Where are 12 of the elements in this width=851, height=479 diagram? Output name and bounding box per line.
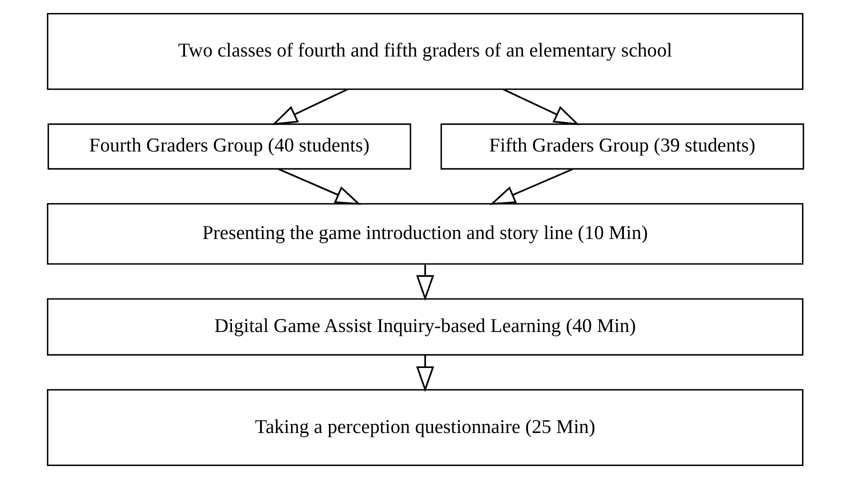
node-box: Fourth Graders Group (40 students) [48, 123, 412, 170]
arrow [416, 264, 434, 301]
node-box: Fifth Graders Group (39 students) [440, 123, 804, 170]
node-box: Digital Game Assist Inquiry-based Learning (40 Min) [46, 298, 804, 356]
arrow [272, 88, 348, 126]
node-box: Taking a perception questionnaire (25 Min) [46, 389, 804, 466]
arrow [278, 168, 362, 205]
arrow [416, 355, 434, 392]
node-box: Two classes of fourth and fifth graders of an elementary school [46, 12, 804, 90]
arrow [490, 168, 574, 205]
arrow [502, 88, 580, 126]
node-box: Presenting the game introduction and story line (10 Min) [46, 203, 804, 265]
